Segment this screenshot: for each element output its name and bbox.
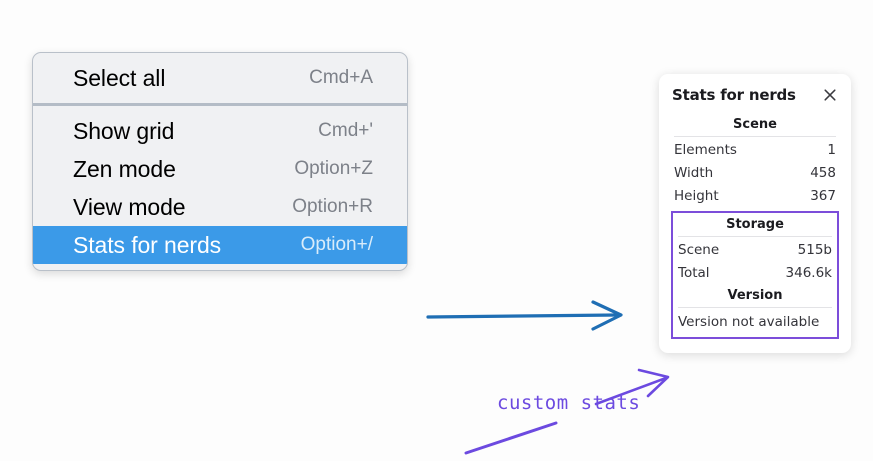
- menu-item-label: Stats for nerds: [73, 231, 222, 258]
- menu-item-shortcut: Cmd+A: [309, 67, 373, 88]
- menu-item-select-all[interactable]: Select all Cmd+A: [33, 59, 407, 97]
- section-divider: [678, 236, 832, 237]
- menu-group-1: Select all Cmd+A: [33, 53, 407, 103]
- close-icon[interactable]: [822, 87, 838, 103]
- menu-item-show-grid[interactable]: Show grid Cmd+': [33, 112, 407, 150]
- stat-row-storage-scene: Scene 515b: [676, 239, 834, 262]
- section-heading-scene: Scene: [733, 117, 777, 132]
- menu-item-shortcut: Option+R: [292, 196, 373, 217]
- panel-header: Stats for nerds: [672, 86, 838, 104]
- menu-separator: [33, 103, 407, 106]
- stat-value: 458: [810, 165, 836, 181]
- section-heading-storage: Storage: [726, 217, 784, 232]
- menu-item-zen-mode[interactable]: Zen mode Option+Z: [33, 150, 407, 188]
- menu-item-shortcut: Cmd+': [318, 120, 373, 141]
- menu-item-stats-for-nerds[interactable]: Stats for nerds Option+/: [33, 226, 407, 264]
- stat-value: 1: [827, 142, 836, 158]
- stat-key: Total: [678, 265, 710, 281]
- menu-item-label: View mode: [73, 193, 186, 220]
- page-title: Stats for nerds: [672, 86, 796, 104]
- stat-key: Scene: [678, 242, 720, 258]
- stat-value: 346.6k: [785, 265, 832, 281]
- custom-stats-highlight-box: Storage Scene 515b Total 346.6k Version …: [671, 211, 839, 339]
- stat-key: Height: [674, 188, 719, 204]
- stat-row-width: Width 458: [672, 162, 838, 185]
- stat-key: Elements: [674, 142, 737, 158]
- version-text: Version not available: [678, 314, 820, 330]
- menu-item-label: Show grid: [73, 117, 175, 144]
- menu-item-shortcut: Option+Z: [294, 158, 373, 179]
- stat-row-storage-total: Total 346.6k: [676, 262, 834, 285]
- menu-item-label: Zen mode: [73, 155, 176, 182]
- section-divider: [678, 307, 832, 308]
- menu-item-label: Select all: [73, 64, 166, 91]
- stat-key: Width: [674, 165, 714, 181]
- context-menu[interactable]: Select all Cmd+A Show grid Cmd+' Zen mod…: [32, 52, 408, 271]
- handwritten-annotation-custom-stats: custom stats: [497, 392, 641, 414]
- section-heading-version: Version: [727, 288, 783, 303]
- stat-row-height: Height 367: [672, 185, 838, 208]
- blue-arrow-icon: [426, 300, 623, 331]
- stat-value: 515b: [797, 242, 832, 258]
- stat-value: 367: [810, 188, 836, 204]
- stats-for-nerds-panel[interactable]: Stats for nerds Scene Elements 1 Width 4…: [659, 74, 851, 353]
- stat-row-elements: Elements 1: [672, 139, 838, 162]
- menu-item-shortcut: Option+/: [300, 234, 373, 255]
- menu-item-view-mode[interactable]: View mode Option+R: [33, 188, 407, 226]
- section-divider: [674, 136, 836, 137]
- purple-underline-stroke-icon: [464, 421, 558, 455]
- menu-group-2: Show grid Cmd+' Zen mode Option+Z View m…: [33, 106, 407, 270]
